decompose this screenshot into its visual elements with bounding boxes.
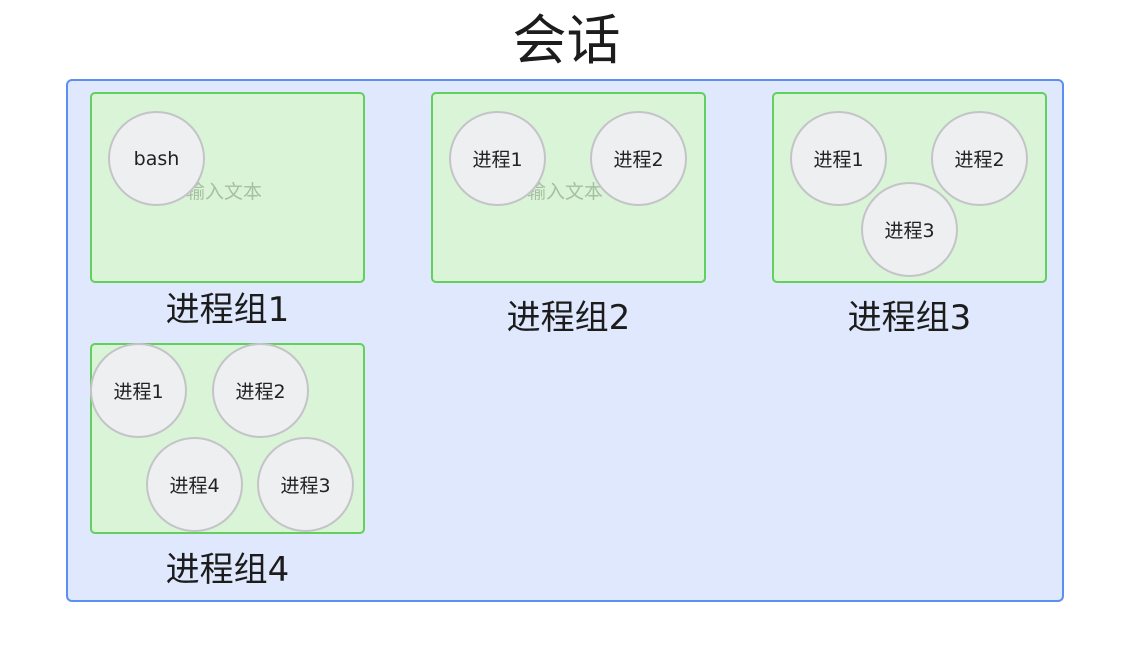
process-group-1: 输入文本 bash (90, 92, 365, 283)
process-node: 进程1 (449, 111, 546, 206)
process-node: 进程2 (931, 111, 1028, 206)
group-label: 进程组1 (165, 290, 290, 330)
process-node: 进程4 (146, 437, 243, 532)
group-label: 进程组3 (847, 298, 972, 338)
process-node: 进程2 (590, 111, 687, 206)
session-box: 输入文本 bash 进程组1 输入文本 进程1 进程2 进程组2 进程1 进程2… (66, 79, 1064, 602)
process-group-2: 输入文本 进程1 进程2 (431, 92, 706, 283)
process-group-4: 进程1 进程2 进程4 进程3 (90, 343, 365, 534)
group-label: 进程组2 (506, 298, 631, 338)
text-placeholder: 输入文本 (186, 181, 263, 203)
group-label: 进程组4 (165, 550, 290, 590)
process-node: 进程1 (790, 111, 887, 206)
process-node: 进程3 (257, 437, 354, 532)
text-placeholder: 输入文本 (527, 181, 604, 203)
process-node: 进程1 (90, 343, 187, 438)
process-node: bash (108, 111, 205, 206)
process-node: 进程2 (212, 343, 309, 438)
process-group-3: 进程1 进程2 进程3 (772, 92, 1047, 283)
process-node: 进程3 (861, 182, 958, 277)
session-title: 会话 (512, 9, 621, 72)
